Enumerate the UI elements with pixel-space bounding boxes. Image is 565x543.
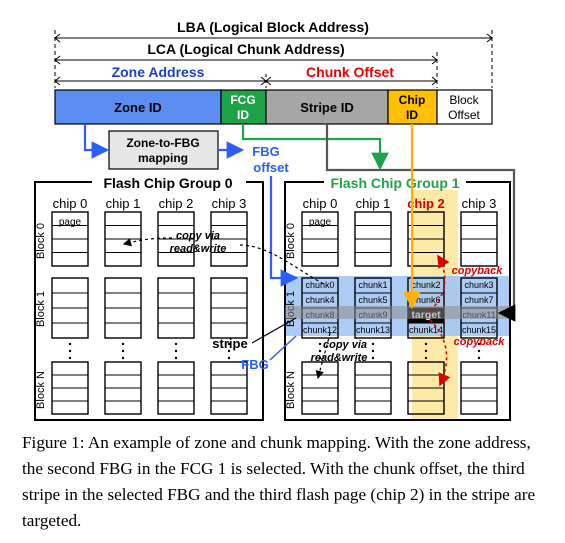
group0-copy-text-1: copy via [176,230,220,242]
lba-span [54,30,493,88]
fbg-offset-arrow [269,176,299,287]
stripe-label: stripe [212,336,247,351]
chunk-offset-label: Chunk Offset [306,64,394,80]
chunk-label-6: chunk6 [411,295,440,305]
block-offset-text-2: Offset [448,108,480,122]
zone-id-arrow [83,124,110,159]
stripe-pointer [251,317,297,344]
mapping-box-text-2: mapping [138,151,188,165]
group1-copy-arrow [315,332,331,380]
copyback-up-arrow [429,254,450,311]
group1-title: Flash Chip Group 1 [330,175,459,191]
lca-span [54,52,438,88]
zone-id-text: Zone ID [114,100,162,115]
group1-copy-text-2: read&write [311,352,368,364]
fcg-id-text-1: FCG [230,93,255,107]
group0-block-label-2: Block N [35,371,47,409]
group0-chip-label-2: chip 2 [159,196,194,211]
chunk-label-1: chunk1 [358,280,387,290]
group1-block-label-0: Block 0 [285,223,297,259]
group1-chip-label-3: chip 3 [462,196,497,211]
block-offset-field [436,89,493,125]
chip-id-text-1: Chip [399,93,426,107]
chunk-label-14: chunk14 [409,325,443,335]
group1-page-label: page [309,217,332,228]
group0-copy-arrow [122,237,173,247]
copyback-bottom-text: copyback [454,336,506,348]
copyback-down-arrow [429,319,451,387]
group0-chips: chip 0 chip 1 chip 2 chip 3 Block 0 Block 1 Bl… [35,196,248,415]
figure-caption: Figure 1: An example of zone and chunk m… [22,433,536,530]
chunk-label-5: chunk5 [358,295,387,305]
chip-id-text-2: ID [406,108,418,122]
block-offset-text-1: Block [449,93,479,107]
group1-block-label-2: Block N [285,371,297,409]
chunk-label-13: chunk13 [356,325,390,335]
zone-id-field [54,89,222,125]
chunk-label-12: chunk12 [303,325,337,335]
lba-label: LBA (Logical Block Address) [177,19,369,35]
group0-chip-label-0: chip 0 [53,196,88,211]
fcg-id-text-2: ID [237,108,249,122]
chunk-label-0: chunk0 [305,280,334,290]
group0-page-label: page [59,217,82,228]
chunk-label-3: chunk3 [464,280,493,290]
group0-block-label-1: Block 1 [35,291,47,327]
zone-chunk-mapping-diagram: LBA (Logical Block Address) LCA (Logical… [34,19,516,421]
fbg-offset-text-2: offset [253,160,289,175]
chunk-label-15: chunk15 [462,325,496,335]
group0-title: Flash Chip Group 0 [103,175,232,191]
stripe-id-field [265,89,389,125]
group0-copy-text-2: read&write [170,243,227,255]
chunk-label-2: chunk2 [411,280,440,290]
stripe-id-text: Stripe ID [300,100,353,115]
fbg-pointer [269,335,297,361]
group1-chip-label-2: chip 2 [407,196,445,211]
group1-copy-text-1: copy via [323,339,367,351]
chunk-label-7: chunk7 [464,295,493,305]
group0-chip-label-1: chip 1 [106,196,141,211]
group1-chip-label-1: chip 1 [356,196,391,211]
stripe-id-arrow [325,124,516,322]
lca-label: LCA (Logical Chunk Address) [147,41,344,57]
group0-block-label-0: Block 0 [35,223,47,259]
mapping-box-text-1: Zone-to-FBG [126,136,199,150]
fbg-offset-text-1: FBG [252,144,279,159]
group0-copy-link [239,244,325,285]
chunk-label-4: chunk4 [305,295,334,305]
stripe-band [285,306,511,319]
group0-chip-label-3: chip 3 [212,196,247,211]
fcg-id-arrow [241,124,389,171]
copyback-top-text: copyback [452,265,504,277]
fbg-label: FBG [241,357,268,372]
group1-chip-label-0: chip 0 [303,196,338,211]
zone-address-label: Zone Address [112,64,205,80]
zone-chunk-span [54,74,438,88]
